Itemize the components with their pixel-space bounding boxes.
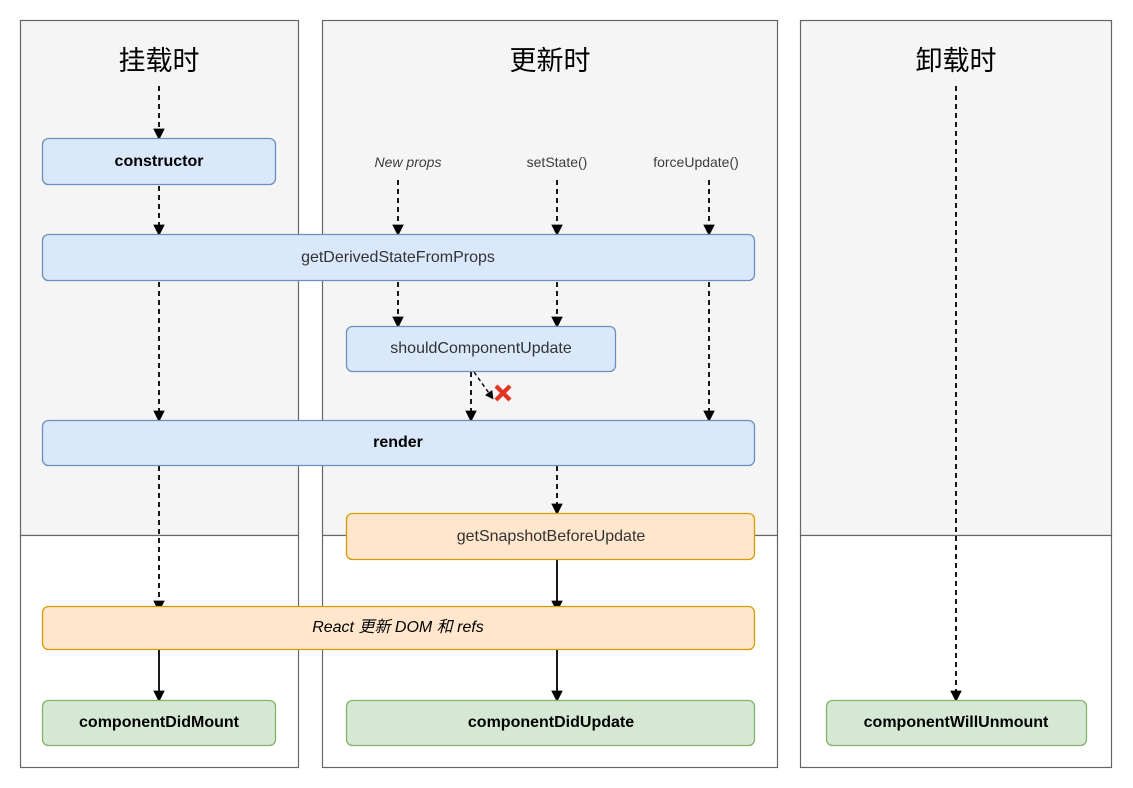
panel-title-updating: 更新时 xyxy=(510,46,591,76)
node-constructor-label: constructor xyxy=(115,153,204,170)
node-constructor[interactable]: constructor xyxy=(41,137,277,186)
trigger-label-new-props: New props xyxy=(375,154,442,170)
node-should-component-update[interactable]: shouldComponentUpdate xyxy=(345,325,617,373)
trigger-label-set-state: setState() xyxy=(527,154,588,170)
node-get-derived-state-from-props[interactable]: getDerivedStateFromProps xyxy=(41,233,756,282)
node-get-snapshot-before-update-label: getSnapshotBeforeUpdate xyxy=(457,528,646,545)
node-component-did-update-label: componentDidUpdate xyxy=(468,714,634,731)
panel-title-mounting: 挂载时 xyxy=(119,46,200,76)
node-component-did-mount[interactable]: componentDidMount xyxy=(41,699,277,747)
arrow-scu-to-x xyxy=(473,371,494,400)
x-mark-icon xyxy=(494,384,512,402)
trigger-label-force-update: forceUpdate() xyxy=(653,154,739,170)
node-component-will-unmount[interactable]: componentWillUnmount xyxy=(825,699,1088,747)
node-render[interactable]: render xyxy=(41,419,756,467)
panel-title-unmounting: 卸载时 xyxy=(916,46,997,76)
node-react-updates-dom-and-refs-label: React 更新 DOM 和 refs xyxy=(312,618,484,636)
node-react-updates-dom-and-refs[interactable]: React 更新 DOM 和 refs xyxy=(41,605,756,651)
node-render-label: render xyxy=(373,434,423,451)
node-component-did-mount-label: componentDidMount xyxy=(79,714,240,731)
node-get-snapshot-before-update[interactable]: getSnapshotBeforeUpdate xyxy=(345,512,756,561)
node-component-will-unmount-label: componentWillUnmount xyxy=(864,714,1049,731)
node-should-component-update-label: shouldComponentUpdate xyxy=(390,340,572,357)
node-get-derived-state-from-props-label: getDerivedStateFromProps xyxy=(301,249,495,266)
node-component-did-update[interactable]: componentDidUpdate xyxy=(345,699,756,747)
